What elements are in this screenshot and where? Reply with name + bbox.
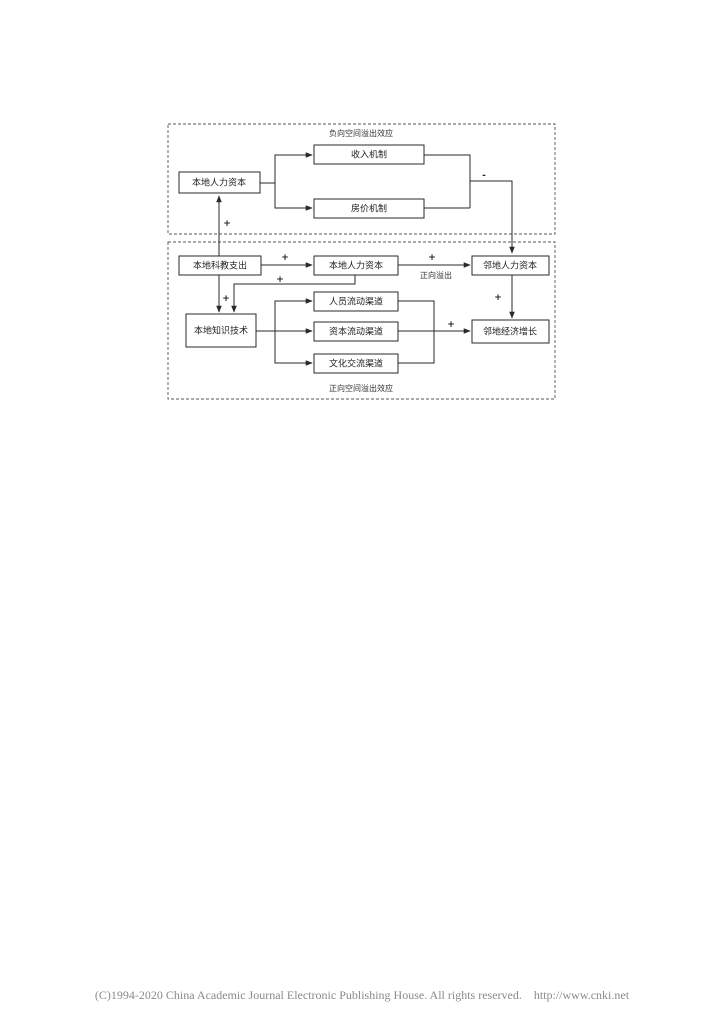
node-personnel-flow-channel: 人员流动渠道 [313, 291, 399, 312]
edge-negative-to-neighbor-hc [470, 180, 515, 254]
edge-to-personnel [274, 298, 313, 331]
node-local-knowledge-tech: 本地知识技术 [185, 313, 257, 348]
copyright-footer: (C)1994-2020 China Academic Journal Elec… [94, 988, 630, 1002]
connections [216, 152, 515, 366]
svg-text:人员流动渠道: 人员流动渠道 [329, 296, 383, 308]
svg-text:房价机制: 房价机制 [351, 203, 387, 215]
svg-text:邻地人力资本: 邻地人力资本 [483, 260, 537, 272]
node-local-human-capital: 本地人力资本 [313, 255, 399, 276]
sign-plus-hc-to-neighbor: + [428, 253, 436, 263]
svg-text:文化交流渠道: 文化交流渠道 [329, 358, 383, 370]
node-neighbor-economic-growth: 邻地经济增长 [471, 319, 550, 344]
negative-spillover-region: 负向空间溢出效应 [167, 123, 556, 235]
node-neighbor-human-capital: 邻地人力资本 [471, 255, 550, 276]
sign-plus-channels-to-growth: + [447, 320, 455, 330]
node-cultural-exchange-channel: 文化交流渠道 [313, 353, 399, 374]
node-local-edu-spending: 本地科教支出 [178, 255, 262, 276]
negative-spillover-label: 负向空间溢出效应 [329, 128, 393, 138]
positive-spillover-region: 正向空间溢出效应 [167, 241, 556, 400]
node-capital-flow-channel: 资本流动渠道 [313, 321, 399, 342]
svg-text:本地知识技术: 本地知识技术 [194, 325, 248, 337]
edge-income-merge [424, 154, 471, 208]
sign-plus-neighbor-to-growth: + [494, 293, 502, 303]
svg-text:邻地经济增长: 邻地经济增长 [483, 326, 537, 338]
svg-text:本地科教支出: 本地科教支出 [193, 260, 247, 272]
sign-minus: - [482, 171, 486, 181]
svg-text:本地人力资本: 本地人力资本 [329, 260, 383, 272]
positive-spillover-edge-label: 正向溢出 [420, 270, 452, 280]
edge-hc-to-housing [274, 183, 313, 211]
svg-text:收入机制: 收入机制 [351, 149, 387, 161]
svg-text:资本流动渠道: 资本流动渠道 [329, 326, 383, 338]
edge-hc-to-income [260, 152, 313, 184]
node-housing-price-mechanism: 房价机制 [313, 198, 425, 219]
positive-spillover-label: 正向空间溢出效应 [329, 383, 393, 393]
edge-personnel-merge [398, 300, 435, 364]
svg-text:本地人力资本: 本地人力资本 [192, 177, 246, 189]
edge-hc-to-knowledge [231, 275, 356, 313]
edge-to-cultural [274, 331, 313, 366]
sign-plus-edu-to-knowledge: + [222, 294, 230, 304]
node-income-mechanism: 收入机制 [313, 144, 425, 165]
sign-plus-edu-to-hc-top: + [223, 219, 231, 229]
sign-plus-edu-to-hc: + [281, 253, 289, 263]
node-local-human-capital-top: 本地人力资本 [178, 171, 261, 194]
sign-plus-hc-to-knowledge: + [276, 275, 284, 285]
